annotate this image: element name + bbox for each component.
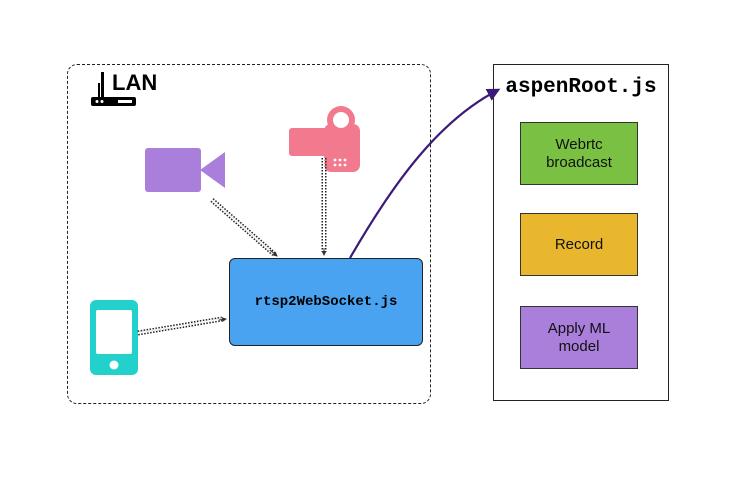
record-label: Record	[554, 235, 604, 253]
webrtc-broadcast-label: Webrtc broadcast	[546, 135, 612, 171]
rtsp2websocket-label: rtsp2WebSocket.js	[254, 294, 398, 310]
rtsp2websocket-node: rtsp2WebSocket.js	[229, 258, 423, 346]
video-camera-icon	[145, 148, 225, 192]
aspen-root-container	[493, 64, 669, 401]
record-module: Record	[520, 213, 638, 276]
server-to-aspen-connector	[349, 88, 501, 259]
camcorder-icon	[289, 106, 360, 172]
router-icon	[91, 72, 136, 106]
apply-ml-model-label: Apply ML model	[547, 319, 611, 355]
lan-label: LAN	[112, 70, 158, 95]
webrtc-broadcast-module: Webrtc broadcast	[520, 122, 638, 185]
lan-boundary	[67, 64, 431, 404]
camera-to-server-connector	[210, 198, 278, 257]
phone-to-server-connector	[137, 316, 227, 336]
smartphone-icon	[90, 300, 138, 375]
aspen-root-title: aspenRoot.js	[505, 76, 657, 99]
apply-ml-model-module: Apply ML model	[520, 306, 638, 369]
